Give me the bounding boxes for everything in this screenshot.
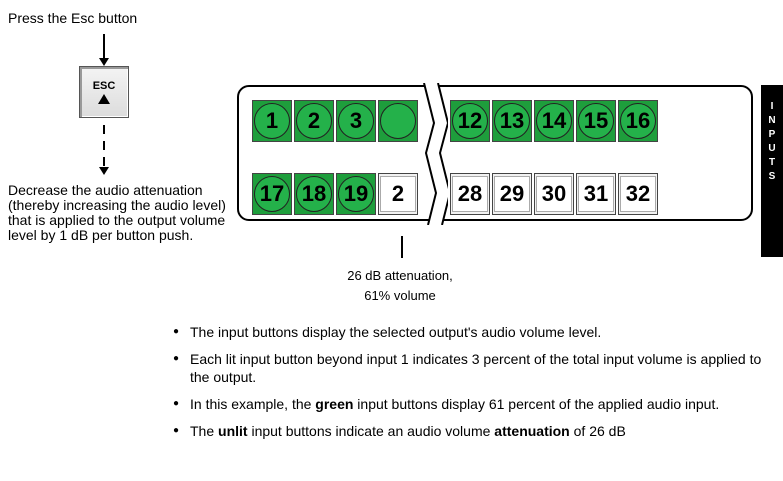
input-button[interactable]: 1 <box>252 100 292 142</box>
note-text: of 26 dB <box>569 423 626 439</box>
input-button[interactable]: 30 <box>534 173 574 215</box>
input-button[interactable]: 12 <box>450 100 490 142</box>
inputs-letter: S <box>768 171 776 182</box>
press-esc-caption: Press the Esc button <box>8 10 138 26</box>
input-button-label: 28 <box>452 176 488 212</box>
inputs-letter: I <box>770 101 774 112</box>
input-button[interactable]: 15 <box>576 100 616 142</box>
input-button-label: 2 <box>380 176 416 212</box>
input-button-label: 30 <box>536 176 572 212</box>
input-button-label: 12 <box>452 103 488 139</box>
input-button-label: 16 <box>620 103 656 139</box>
down-arrow-icon <box>99 167 109 175</box>
note-text: The <box>190 423 219 439</box>
note-item: The unlit input buttons indicate an audi… <box>173 422 778 440</box>
inputs-letter: T <box>768 157 776 168</box>
dashed-arrow-segment <box>103 125 105 134</box>
attenuation-line-2: 61% volume <box>364 288 436 303</box>
input-button[interactable]: 13 <box>492 100 532 142</box>
inputs-side-label: I N P U T S <box>761 85 783 257</box>
input-button-label: 3 <box>338 103 374 139</box>
dashed-arrow-segment <box>103 157 105 166</box>
inputs-letter: N <box>768 115 776 126</box>
note-bold: green <box>315 396 354 412</box>
input-button-label: 19 <box>338 176 374 212</box>
note-bold: attenuation <box>494 423 570 439</box>
input-button[interactable]: 31 <box>576 173 616 215</box>
input-button[interactable] <box>378 100 418 142</box>
note-item: The input buttons display the selected o… <box>173 323 778 341</box>
attenuation-caption: 26 dB attenuation, 61% volume <box>330 266 470 306</box>
input-button-label: 31 <box>578 176 614 212</box>
input-button[interactable]: 29 <box>492 173 532 215</box>
input-button-label: 14 <box>536 103 572 139</box>
input-button[interactable]: 32 <box>618 173 658 215</box>
input-button[interactable]: 19 <box>336 173 376 215</box>
inputs-letter: P <box>768 129 776 140</box>
input-button[interactable]: 18 <box>294 173 334 215</box>
note-text: In this example, the <box>190 396 316 412</box>
input-button-label: 15 <box>578 103 614 139</box>
input-button-label <box>380 103 416 139</box>
attenuation-line-1: 26 dB attenuation, <box>347 268 453 283</box>
input-button-label: 17 <box>254 176 290 212</box>
arrow-shaft <box>103 34 105 60</box>
note-item: In this example, the green input buttons… <box>173 395 778 413</box>
down-arrow-icon <box>99 58 109 66</box>
dashed-arrow-segment <box>103 141 105 150</box>
input-button[interactable]: 17 <box>252 173 292 215</box>
input-button-label: 29 <box>494 176 530 212</box>
note-text: input buttons indicate an audio volume <box>247 423 495 439</box>
esc-button[interactable]: ESC <box>79 66 129 118</box>
input-button-label: 18 <box>296 176 332 212</box>
note-bold: unlit <box>218 423 248 439</box>
input-button-label: 32 <box>620 176 656 212</box>
esc-button-label: ESC <box>92 80 116 92</box>
input-button[interactable]: 14 <box>534 100 574 142</box>
input-button-label: 2 <box>296 103 332 139</box>
input-button-label: 1 <box>254 103 290 139</box>
input-button[interactable]: 16 <box>618 100 658 142</box>
input-button-label: 13 <box>494 103 530 139</box>
notes-list: The input buttons display the selected o… <box>173 323 778 449</box>
input-button[interactable]: 3 <box>336 100 376 142</box>
up-triangle-icon <box>98 94 110 104</box>
panel-break <box>423 83 448 225</box>
note-text: Each lit input button beyond input 1 ind… <box>190 351 762 385</box>
input-button[interactable]: 2 <box>294 100 334 142</box>
decrease-attenuation-text: Decrease the audio attenuation (thereby … <box>8 182 226 243</box>
inputs-letter: U <box>768 143 776 154</box>
note-text: The input buttons display the selected o… <box>190 324 602 340</box>
attenuation-pointer <box>401 236 403 258</box>
note-item: Each lit input button beyond input 1 ind… <box>173 350 778 386</box>
input-button[interactable]: 28 <box>450 173 490 215</box>
note-text: input buttons display 61 percent of the … <box>353 396 720 412</box>
input-button[interactable]: 2 <box>378 173 418 215</box>
